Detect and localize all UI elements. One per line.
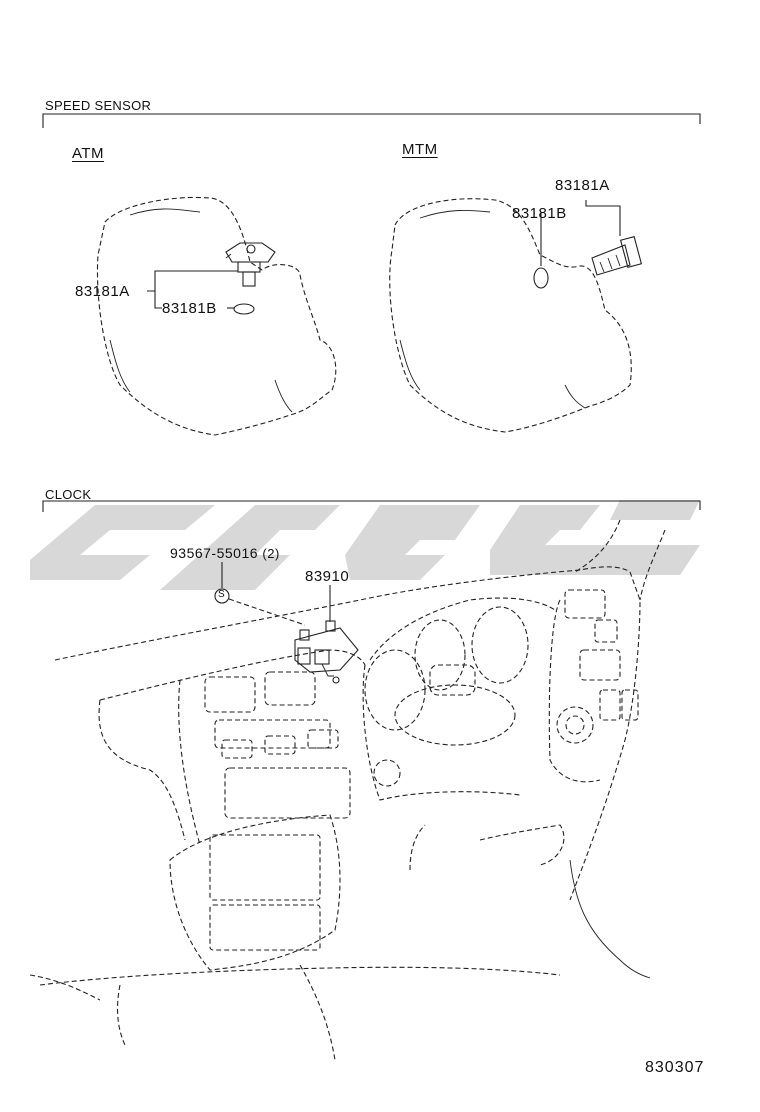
clock-part-screw-label: 93567-55016 (2) bbox=[170, 546, 280, 560]
mtm-leaders bbox=[540, 200, 621, 266]
clock-bracket bbox=[42, 500, 701, 512]
atm-leaders bbox=[147, 270, 238, 309]
watermark-shape-5 bbox=[610, 500, 700, 520]
screw-symbol-circle bbox=[214, 588, 230, 604]
dash-panels bbox=[204, 589, 639, 951]
variant-label-atm: ATM bbox=[72, 145, 105, 162]
mtm-part-oring-label: 83181B bbox=[512, 205, 567, 222]
dashboard bbox=[29, 519, 666, 1061]
atm-speed-sensor bbox=[225, 242, 276, 287]
atm-o-ring bbox=[233, 303, 255, 315]
figure-number: 830307 bbox=[645, 1059, 705, 1076]
mtm-speed-sensor bbox=[591, 235, 643, 276]
atm-part-oring-label: 83181B bbox=[162, 300, 217, 317]
variant-label-mtm: MTM bbox=[402, 141, 438, 158]
mtm-transmission bbox=[389, 198, 632, 433]
watermark-shape-3 bbox=[345, 505, 480, 580]
atm-transmission bbox=[96, 196, 337, 436]
atm-part-sensor-label: 83181A bbox=[75, 283, 130, 300]
mtm-part-sensor-label: 83181A bbox=[555, 177, 610, 194]
section-title-clock: CLOCK bbox=[45, 487, 92, 502]
clock-leaders bbox=[214, 562, 331, 626]
watermark-shape-1 bbox=[30, 505, 215, 580]
screw-part-number: 93567-55016 bbox=[170, 545, 259, 561]
section-title-speed-sensor: SPEED SENSOR bbox=[45, 98, 152, 113]
speed-sensor-bracket bbox=[42, 113, 701, 128]
mtm-o-ring bbox=[533, 267, 549, 289]
screw-symbol-letter: S bbox=[218, 589, 226, 600]
watermark-shape-4 bbox=[490, 505, 700, 575]
clock-unit bbox=[294, 620, 359, 684]
watermark-shape-2 bbox=[160, 505, 340, 590]
clock-part-label: 83910 bbox=[305, 568, 350, 585]
watermark-logo bbox=[30, 500, 700, 590]
screw-quantity: (2) bbox=[262, 546, 280, 561]
